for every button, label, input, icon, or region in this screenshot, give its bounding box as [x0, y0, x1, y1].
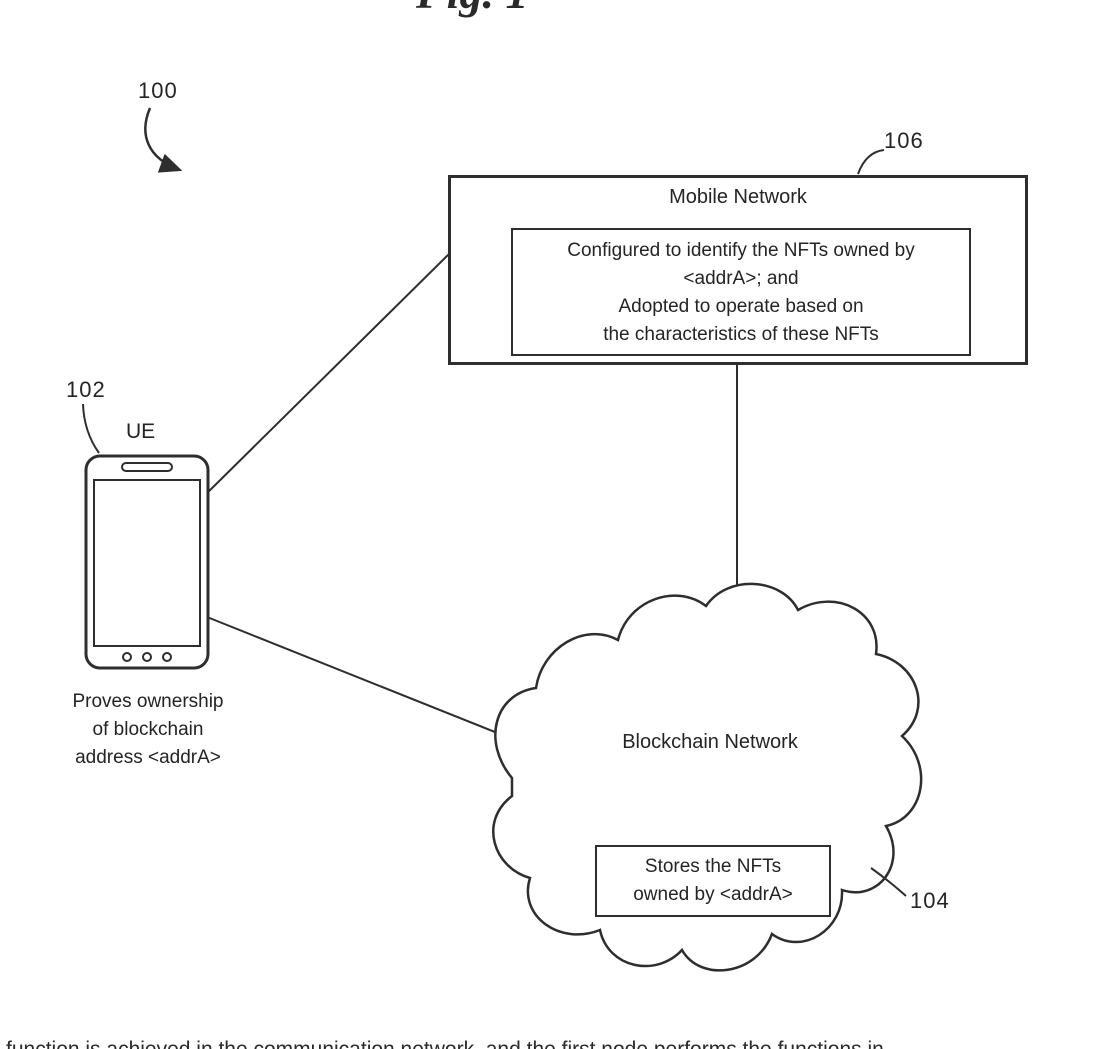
ue-phone-button	[122, 652, 132, 662]
ref-label-106: 106	[884, 128, 924, 153]
mobile-network-line: Adopted to operate based on	[618, 296, 864, 317]
ref-100-arrow	[144, 107, 183, 173]
stores-box-line: owned by <addrA>	[633, 884, 793, 905]
mobile-network-line: <addrA>; and	[683, 268, 799, 289]
ue-phone-button	[162, 652, 172, 662]
ue-caption-line: address <addrA>	[75, 747, 221, 768]
figure-caption: Fig. 1	[416, 0, 528, 19]
ref-106-leader	[857, 149, 885, 175]
mobile-network-title: Mobile Network	[669, 186, 807, 208]
ue-phone-icon	[84, 454, 210, 670]
ref-104-leader	[870, 867, 907, 897]
ue-caption-line: of blockchain	[92, 719, 204, 740]
mobile-network-box: Mobile Network Configured to identify th…	[448, 175, 1028, 365]
ref-label-102: 102	[66, 377, 106, 402]
stores-box-line: Stores the NFTs	[644, 856, 782, 877]
ue-caption-line: Proves ownership	[72, 691, 224, 712]
clipped-bottom-text: function is achieved in the communicatio…	[6, 1038, 1092, 1049]
mobile-network-line: Configured to identify the NFTs owned by	[567, 240, 915, 261]
connector-ue-blockchain-line	[201, 614, 546, 753]
ue-caption: Proves ownership of blockchain address <…	[38, 688, 258, 772]
ref-label-100: 100	[138, 78, 178, 103]
ref-102-leader	[82, 403, 100, 454]
ue-phone-button	[142, 652, 152, 662]
ue-phone-screen	[93, 479, 201, 647]
mobile-network-line: the characteristics of these NFTs	[603, 324, 879, 345]
ue-label: UE	[126, 420, 156, 443]
mobile-network-inner-box: Configured to identify the NFTs owned by…	[511, 228, 971, 356]
ref-label-104: 104	[910, 888, 950, 913]
ue-phone-speaker	[121, 462, 173, 472]
connector-ue-mobile-line	[199, 252, 451, 501]
stores-box: Stores the NFTs owned by <addrA>	[595, 845, 831, 917]
blockchain-network-label: Blockchain Network	[622, 731, 798, 753]
